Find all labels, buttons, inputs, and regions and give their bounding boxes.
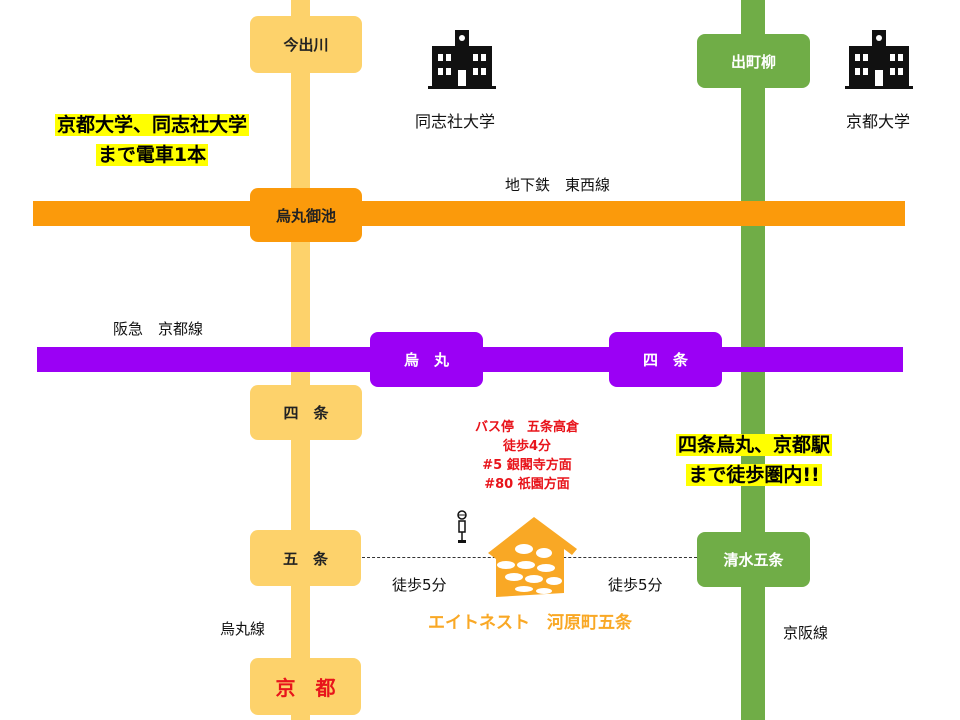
karasuma-line-label: 烏丸線 [220, 620, 266, 638]
property-name: エイトネスト 河原町五条 [428, 613, 632, 633]
callout-walking-distance: 四条烏丸、京都駅 まで徒歩圏内!! [644, 430, 864, 490]
station-shijo: 四 条 [250, 385, 362, 440]
bus-route-5: #5 銀閣寺方面 [482, 458, 572, 473]
callout-line: 京都大学、同志社大学 [54, 114, 249, 136]
bus-stop-icon [457, 510, 467, 543]
station-imadegawa: 今出川 [250, 16, 362, 73]
university-building-icon [845, 30, 913, 89]
tozai-line [33, 201, 905, 226]
callout-line: まで徒歩圏内!! [686, 464, 822, 486]
station-demachiyanagi: 出町柳 [697, 34, 810, 88]
station-hankyu-karasuma: 烏 丸 [370, 332, 483, 387]
bus-stop-name: バス停 五条高倉 [474, 420, 579, 435]
callout-line: まで電車1本 [95, 144, 209, 166]
bus-route-80: #80 祇園方面 [484, 477, 570, 492]
station-hankyu-shijo: 四 条 [609, 332, 722, 387]
station-kiyomizu-gojo: 清水五条 [697, 532, 810, 587]
tozai-line-label: 地下鉄 東西線 [505, 176, 611, 194]
university-building-icon [428, 30, 496, 89]
station-kyoto: 京 都 [250, 658, 361, 715]
bus-walk-time: 徒歩4分 [502, 439, 552, 454]
keihan-line-label: 京阪線 [783, 624, 829, 642]
station-gojo: 五 条 [250, 530, 361, 586]
station-karasuma-oike: 烏丸御池 [250, 188, 362, 242]
house-icon [488, 517, 577, 597]
hankyu-line-label: 阪急 京都線 [113, 320, 204, 338]
callout-line: 四条烏丸、京都駅 [675, 434, 832, 456]
kyoto-university-label: 京都大学 [846, 112, 911, 131]
doshisha-label: 同志社大学 [415, 112, 496, 131]
bus-info: バス停 五条高倉 徒歩4分 #5 銀閣寺方面 #80 祇園方面 [427, 418, 627, 494]
walk-time-right: 徒歩5分 [608, 576, 663, 594]
walk-time-left: 徒歩5分 [392, 576, 447, 594]
callout-universities: 京都大学、同志社大学 まで電車1本 [22, 110, 282, 170]
